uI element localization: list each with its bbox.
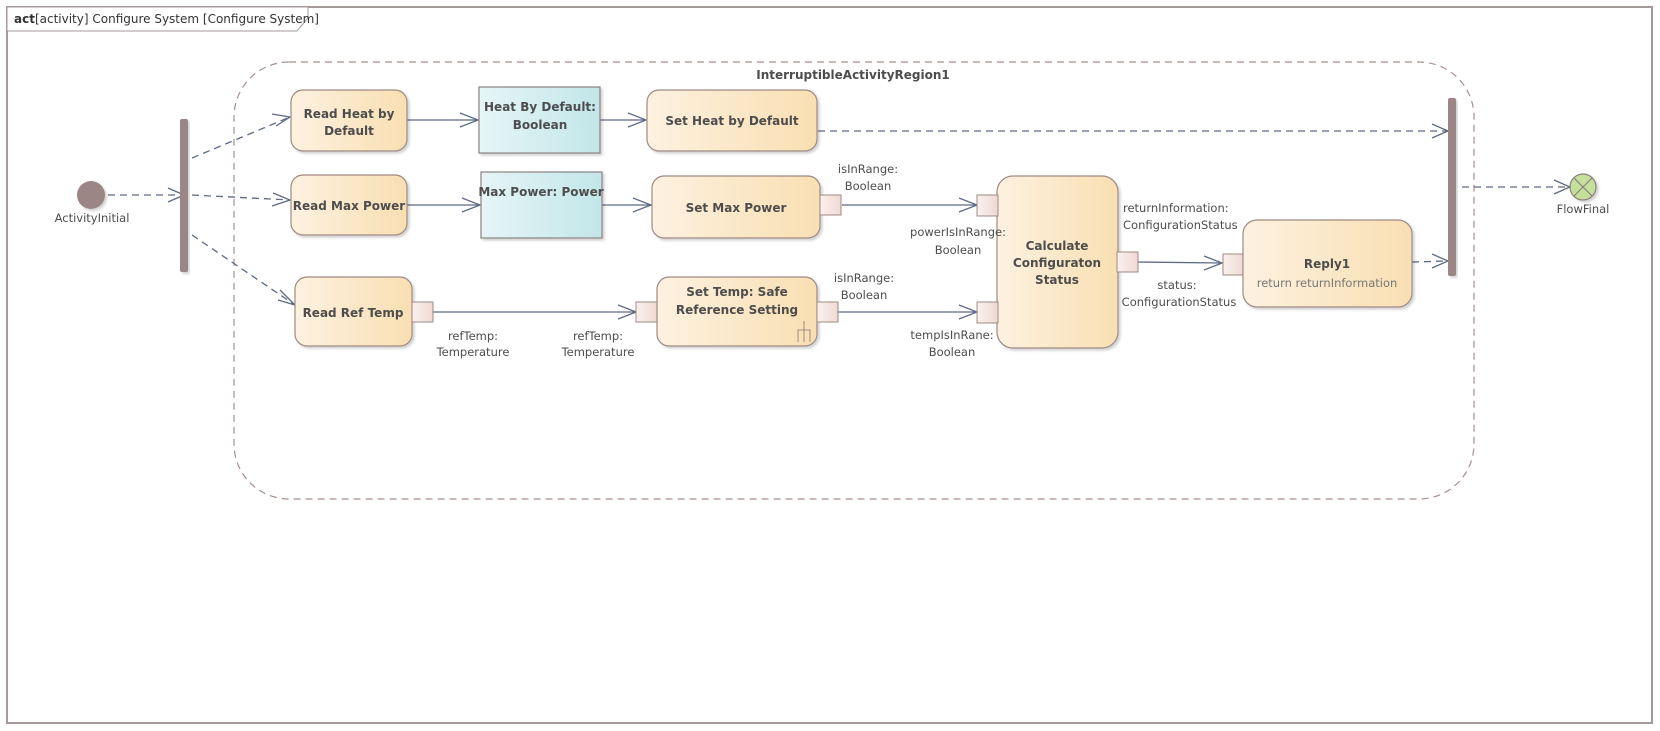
initial-node-label: ActivityInitial [55,211,130,225]
action-label: Read Max Power [293,199,405,213]
pin-label: isInRange: [834,271,894,285]
pin-label: Boolean [935,243,982,257]
action-calculate-configuration-status[interactable]: Calculate Configuraton Status [996,175,1119,349]
action-label: Configuraton [1013,256,1101,270]
action-label: Set Max Power [686,201,787,215]
fork-bar[interactable] [180,119,188,272]
flow-final-node[interactable]: FlowFinal [1557,173,1610,216]
region-label: InterruptibleActivityRegion1 [756,68,950,82]
pin-label: refTemp: [573,329,623,343]
join-bar[interactable] [1448,98,1456,276]
action-read-heat-by-default[interactable]: Read Heat by Default [290,89,408,152]
pin-set-temp-out[interactable] [816,301,839,323]
object-label: Boolean [513,118,568,132]
flow-fork-to-read-power[interactable] [191,194,291,201]
object-label: Heat By Default: [484,100,596,114]
action-label: Default [324,124,374,138]
action-label: Reference Setting [676,303,798,317]
object-max-power[interactable]: Max Power: Power [478,171,604,239]
interruptible-region[interactable]: InterruptibleActivityRegion1 [233,61,1475,500]
pin-label: powerIsInRange: [910,225,1006,239]
pin-calc-out[interactable] [1116,251,1139,273]
call-behavior-rake-icon [797,321,811,342]
action-set-max-power[interactable]: Set Max Power [651,175,821,239]
pin-label: Boolean [841,288,888,302]
flow-final-label: FlowFinal [1557,202,1610,216]
pin-label: ConfigurationStatus [1122,295,1237,309]
pin-calc-temp-in[interactable] [976,301,999,324]
pin-label: isInRange: [838,162,898,176]
flow-calc-to-reply[interactable] [1136,261,1223,264]
pin-set-power-out[interactable] [819,194,842,216]
action-read-max-power[interactable]: Read Max Power [290,174,408,236]
action-label: Set Temp: Safe [686,285,788,299]
flow-fork-to-read-temp[interactable] [191,234,296,306]
initial-node[interactable]: ActivityInitial [55,181,130,225]
pin-label: status: [1157,278,1196,292]
action-label: Status [1035,273,1079,287]
pin-label: tempIsInRane: [910,328,993,342]
action-subtitle: return returnInformation [1257,276,1398,290]
pin-label: returnInformation: [1123,201,1229,215]
pin-read-temp-out[interactable] [411,301,434,323]
pin-label: refTemp: [448,329,498,343]
flow-reply-to-join[interactable] [1411,260,1449,263]
action-label: Set Heat by Default [665,114,799,128]
pin-reply-in[interactable] [1222,253,1245,276]
action-label: Read Heat by [304,107,395,121]
action-read-ref-temp[interactable]: Read Ref Temp [294,276,413,347]
object-label: Max Power: Power [478,185,603,199]
pin-label: Temperature [561,345,635,359]
action-title: Reply1 [1304,257,1350,271]
flows [108,112,1572,320]
pin-label: Boolean [845,179,892,193]
action-set-temp-safe-reference-setting[interactable]: Set Temp: Safe Reference Setting [656,276,818,347]
action-label: Calculate [1026,239,1089,253]
object-heat-by-default[interactable]: Heat By Default: Boolean [478,86,601,154]
frame-title: act[activity] Configure System [Configur… [14,12,319,26]
pin-calc-power-in[interactable] [976,194,999,217]
action-reply1[interactable]: Reply1 return returnInformation [1242,219,1413,308]
pin-label: Boolean [929,345,976,359]
pin-label: ConfigurationStatus [1123,218,1238,232]
pin-set-temp-in[interactable] [635,301,658,323]
action-set-heat-by-default[interactable]: Set Heat by Default [646,89,818,152]
flow-fork-to-read-heat[interactable] [191,116,291,159]
diagram-frame: act[activity] Configure System [Configur… [6,6,1653,724]
pin-label: Temperature [436,345,510,359]
action-label: Read Ref Temp [303,306,404,320]
